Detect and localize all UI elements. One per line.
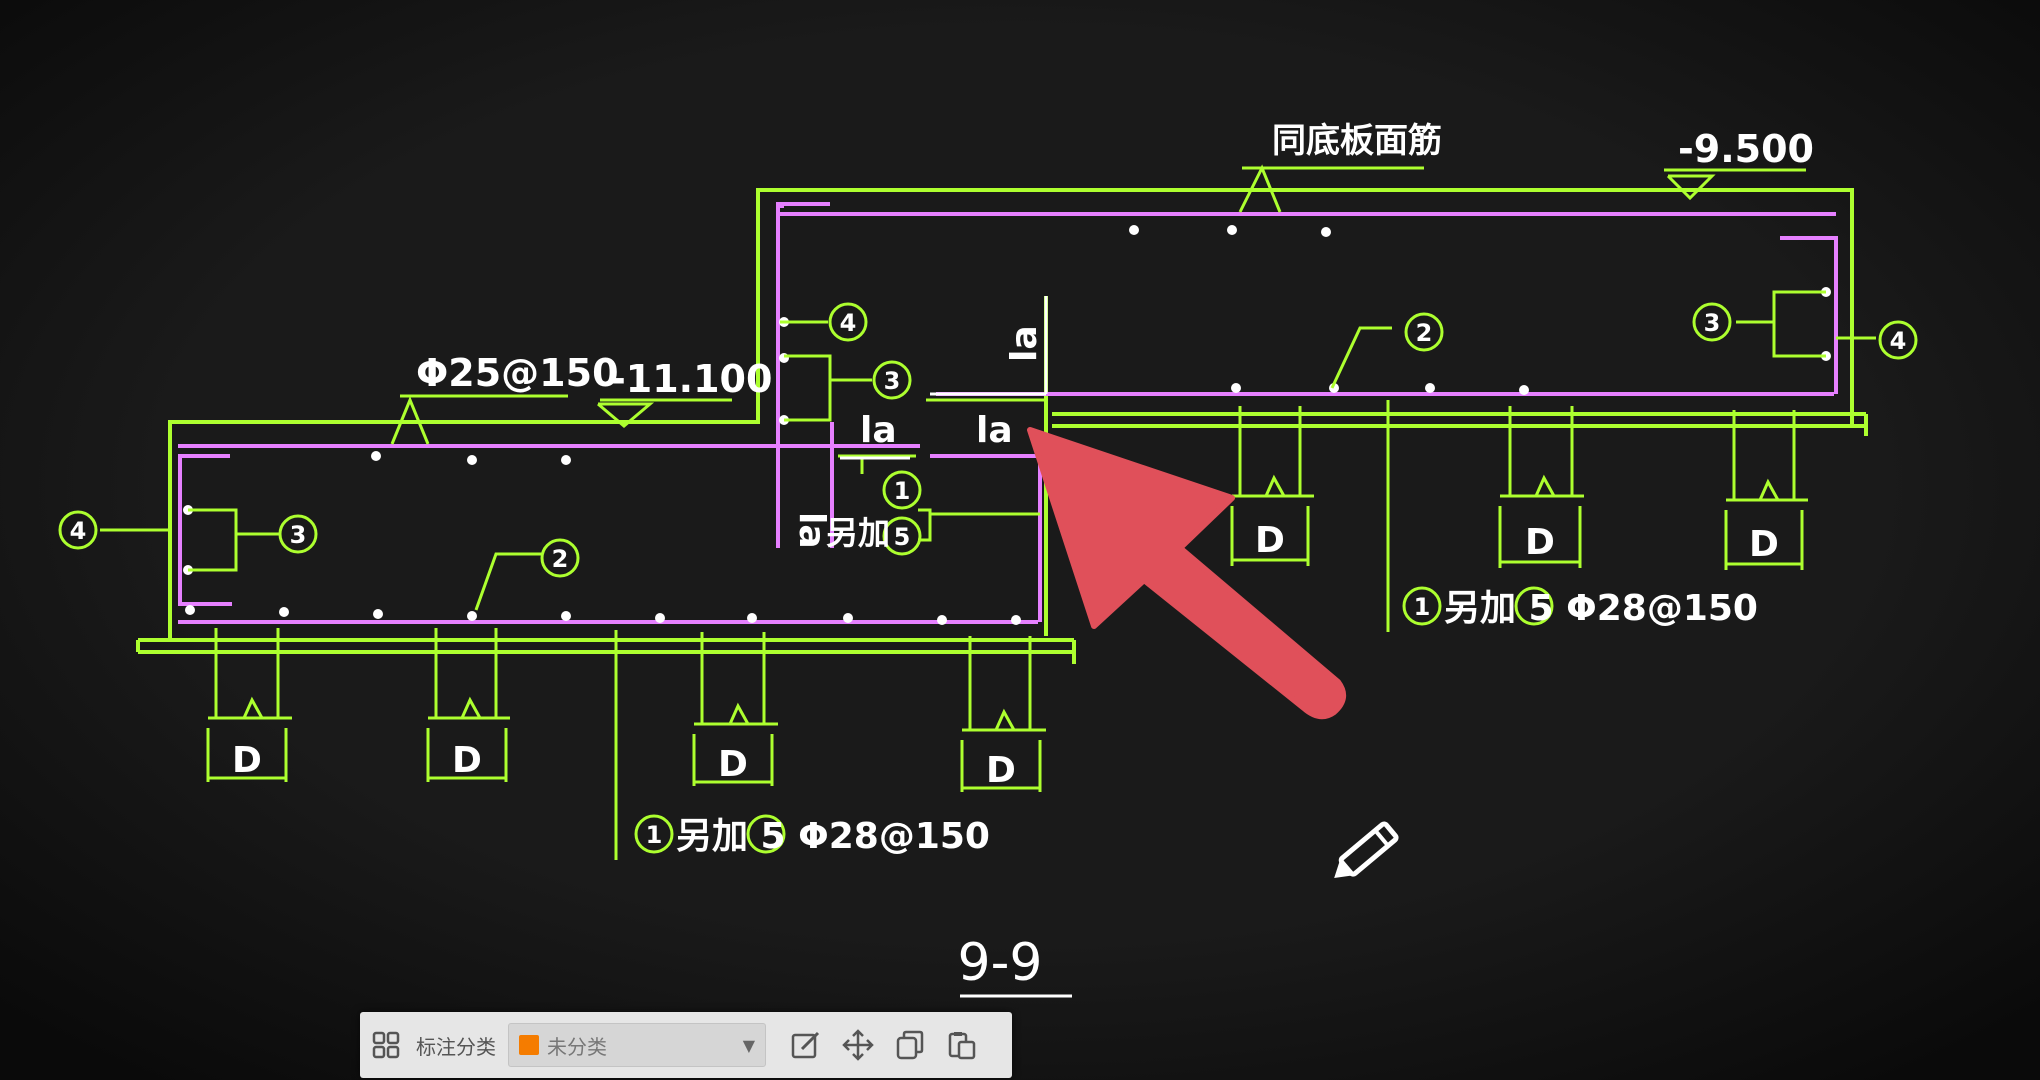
callout-number-1: 1 <box>894 477 911 505</box>
pile-d-label: D <box>452 740 482 781</box>
pile-d-label: D <box>1255 520 1285 561</box>
la-label-vertical-2: la <box>791 512 832 549</box>
move-icon[interactable] <box>836 1023 880 1067</box>
callout-number-4: 4 <box>1890 327 1907 355</box>
callout-number-3: 3 <box>290 521 307 549</box>
callout-4-mid <box>828 302 868 342</box>
callout-number-4: 4 <box>70 517 87 545</box>
callout-1-mid <box>882 470 922 510</box>
callout-number-3: 3 <box>1704 309 1721 337</box>
extra-prefix-label: 另加 <box>826 514 890 552</box>
grid-icon[interactable] <box>364 1023 408 1067</box>
annotation-toolbar: 标注分类 未分类 ▼ <box>360 1012 1012 1078</box>
callout-number-3: 3 <box>884 367 901 395</box>
annotation-arrow[interactable] <box>1027 427 1347 720</box>
slab-outline-top <box>168 188 1854 640</box>
pile-d-label: D <box>1525 522 1555 563</box>
elevation-markers <box>390 164 1806 445</box>
copy-icon[interactable] <box>888 1023 932 1067</box>
elevation-label-left: -11.100 <box>610 357 772 401</box>
piles <box>206 406 1808 792</box>
category-label: 标注分类 <box>416 1034 496 1059</box>
pile-7 <box>1724 410 1808 570</box>
callout-2-left <box>540 538 580 578</box>
callout-5-mid <box>882 516 922 556</box>
callout-number-1: 1 <box>1414 593 1431 621</box>
callout-number-2: 2 <box>1416 319 1433 347</box>
pencil-icon[interactable] <box>1328 821 1399 886</box>
rebar-lines <box>178 202 1838 624</box>
pile-6 <box>1498 406 1584 568</box>
pile-5 <box>1230 406 1314 566</box>
pile-1 <box>206 628 292 782</box>
la-dimension-lines <box>840 296 1048 460</box>
callout-3-left <box>278 514 318 554</box>
pile-d-label: D <box>1749 524 1779 565</box>
callout-3-right <box>1692 302 1732 342</box>
pile-d-label: D <box>232 740 262 781</box>
edit-icon[interactable] <box>784 1023 828 1067</box>
rebar-spec-label: Φ25@150 <box>416 351 619 395</box>
category-select[interactable]: 未分类 ▼ <box>508 1023 766 1067</box>
callout-4-right <box>1878 320 1918 360</box>
callout-1-bottom-right <box>1402 586 1442 626</box>
elevation-label-right: -9.500 <box>1678 127 1814 171</box>
callout-number-2: 2 <box>552 545 569 573</box>
pile-3 <box>692 632 778 786</box>
section-title: 9-9 <box>958 933 1043 993</box>
extra-note-left: 另加 5 Φ28@150 <box>676 816 990 857</box>
la-label-2: la <box>976 410 1013 451</box>
la-label-vertical-1: la <box>1004 325 1045 362</box>
callout-circles <box>58 302 1918 854</box>
pile-d-label: D <box>718 744 748 785</box>
pile-4 <box>960 636 1046 792</box>
callout-number-5: 5 <box>894 523 911 551</box>
la-label-1: la <box>860 410 897 451</box>
callout-number-1: 1 <box>646 821 663 849</box>
callout-1-bottom-left <box>634 814 674 854</box>
pile-d-label: D <box>986 750 1016 791</box>
callout-number-4: 4 <box>840 309 857 337</box>
callout-leaders <box>100 290 1876 860</box>
pile-2 <box>426 628 510 782</box>
callout-4-left <box>58 510 98 550</box>
rebar-dots <box>183 225 1831 625</box>
chevron-down-icon: ▼ <box>742 1035 755 1055</box>
callout-2-right <box>1404 312 1444 352</box>
callout-3-mid <box>872 360 912 400</box>
category-color-swatch <box>519 1035 539 1055</box>
category-value: 未分类 <box>547 1034 607 1059</box>
paste-icon[interactable] <box>940 1023 984 1067</box>
top-note-label: 同底板面筋 <box>1272 121 1442 161</box>
extra-note-right: 另加 5 Φ28@150 <box>1444 588 1758 629</box>
